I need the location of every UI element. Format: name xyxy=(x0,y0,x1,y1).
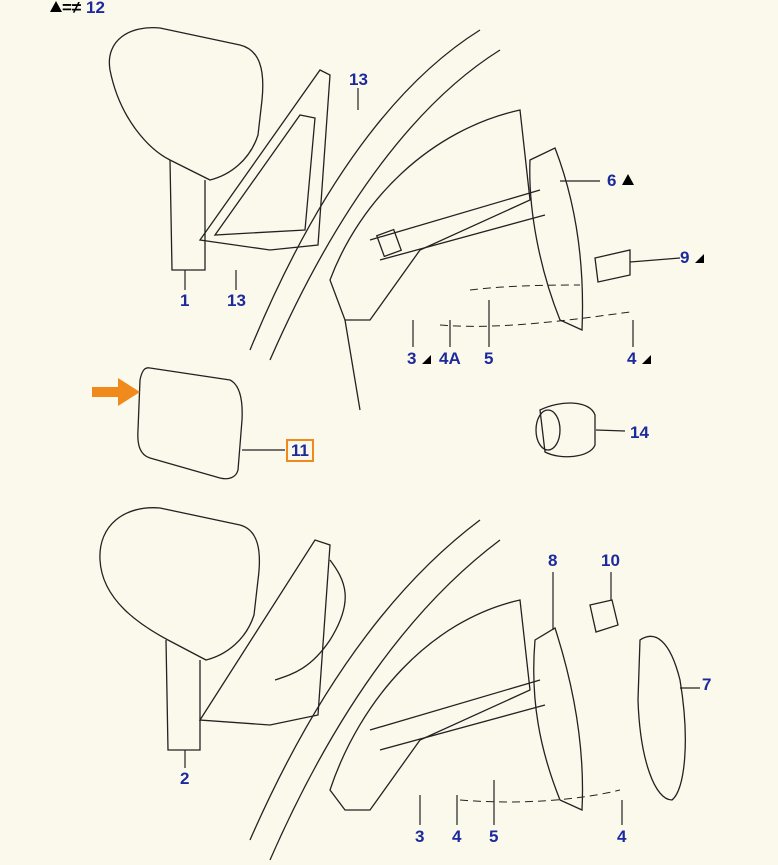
corner-marker-icon xyxy=(695,254,705,263)
callout-13-top[interactable]: 13 xyxy=(349,70,368,89)
leader-lines xyxy=(184,88,700,825)
callout-2[interactable]: 2 xyxy=(180,769,190,788)
callout-6[interactable]: 6 xyxy=(607,171,635,190)
callout-5-top[interactable]: 5 xyxy=(484,349,494,368)
part-9-adjuster xyxy=(594,249,631,283)
legend-label: 12 xyxy=(86,0,105,17)
callout-9[interactable]: 9 xyxy=(680,248,705,267)
corner-marker-icon xyxy=(422,355,432,364)
legend: =≠ 12 xyxy=(50,0,105,18)
callout-1[interactable]: 1 xyxy=(180,291,190,310)
callout-3-top[interactable]: 3 xyxy=(407,349,432,368)
arrow-right-icon xyxy=(92,378,140,406)
part-14-grommet xyxy=(539,402,596,458)
callout-14[interactable]: 14 xyxy=(630,423,649,442)
part-8-base-plate xyxy=(533,627,584,811)
door-frame-top xyxy=(249,29,546,411)
door-frame-bottom xyxy=(249,519,546,861)
dashed-lines xyxy=(439,284,631,803)
mirror-housing-top xyxy=(108,26,331,271)
triangle-marker-icon xyxy=(50,1,62,12)
corner-marker-icon xyxy=(642,355,652,364)
callout-4-top[interactable]: 4 xyxy=(627,349,652,368)
callout-4-bottom-right[interactable]: 4 xyxy=(617,827,627,846)
triangle-marker-icon xyxy=(622,174,635,185)
callout-6-label: 6 xyxy=(607,171,617,190)
mirror-housing-bottom xyxy=(99,507,346,751)
part-11-mirror-glass xyxy=(137,367,243,480)
callout-3-label: 3 xyxy=(407,349,417,368)
callout-4-label: 4 xyxy=(627,349,637,368)
callout-10[interactable]: 10 xyxy=(601,551,620,570)
legend-symbol: =≠ xyxy=(62,0,82,17)
part-7-cover xyxy=(637,635,686,801)
part-10-motor xyxy=(589,599,619,633)
callout-4-bottom-left[interactable]: 4 xyxy=(452,827,462,846)
callout-3-bottom[interactable]: 3 xyxy=(415,827,425,846)
callout-5-bottom[interactable]: 5 xyxy=(489,827,499,846)
callout-9-label: 9 xyxy=(680,248,690,267)
callout-7[interactable]: 7 xyxy=(702,675,712,694)
callout-4A[interactable]: 4A xyxy=(439,349,461,368)
part-6-base-plate xyxy=(529,147,584,331)
callout-11-highlighted[interactable]: 11 xyxy=(286,439,314,462)
callout-13-bottom[interactable]: 13 xyxy=(227,291,246,310)
callout-8[interactable]: 8 xyxy=(548,551,558,570)
